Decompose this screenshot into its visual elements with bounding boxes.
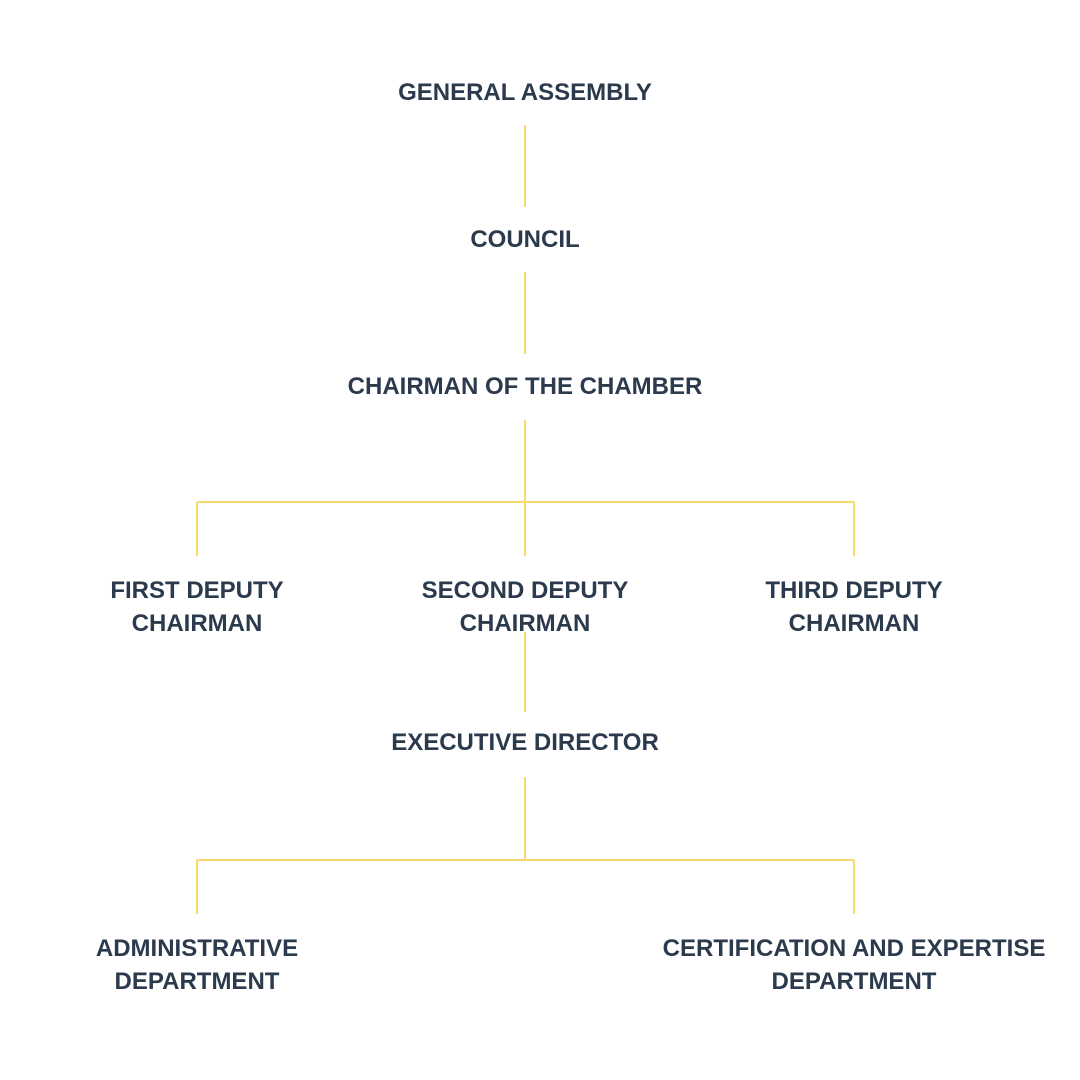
node-label-line-1: THIRD DEPUTY bbox=[765, 577, 943, 604]
node-label-line-1: ADMINISTRATIVE bbox=[95, 935, 299, 962]
node-label-line-1: CERTIFICATION AND EXPERTISE bbox=[662, 935, 1046, 962]
node-administrative-department: ADMINISTRATIVE DEPARTMENT bbox=[96, 932, 298, 998]
node-label-line-2: CHAIRMAN bbox=[459, 610, 591, 637]
node-label: EXECUTIVE DIRECTOR bbox=[391, 729, 659, 756]
node-executive-director: EXECUTIVE DIRECTOR bbox=[391, 726, 659, 759]
node-label-line-1: SECOND DEPUTY bbox=[421, 577, 629, 604]
node-label-line-2: CHAIRMAN bbox=[131, 610, 263, 637]
node-chairman-of-the-chamber: CHAIRMAN OF THE CHAMBER bbox=[348, 370, 703, 403]
node-first-deputy-chairman: FIRST DEPUTY CHAIRMAN bbox=[110, 574, 283, 640]
node-label: COUNCIL bbox=[470, 226, 580, 253]
node-label-line-1: FIRST DEPUTY bbox=[110, 577, 284, 604]
node-general-assembly: GENERAL ASSEMBLY bbox=[398, 76, 652, 109]
node-certification-and-expertise-department: CERTIFICATION AND EXPERTISE DEPARTMENT bbox=[663, 932, 1046, 998]
node-council: COUNCIL bbox=[470, 223, 579, 256]
node-second-deputy-chairman: SECOND DEPUTY CHAIRMAN bbox=[422, 574, 629, 640]
node-label-line-2: DEPARTMENT bbox=[771, 968, 937, 995]
node-label-line-2: DEPARTMENT bbox=[114, 968, 280, 995]
node-third-deputy-chairman: THIRD DEPUTY CHAIRMAN bbox=[765, 574, 942, 640]
node-label-line-2: CHAIRMAN bbox=[788, 610, 920, 637]
node-label: GENERAL ASSEMBLY bbox=[398, 79, 652, 106]
node-label: CHAIRMAN OF THE CHAMBER bbox=[347, 373, 703, 400]
